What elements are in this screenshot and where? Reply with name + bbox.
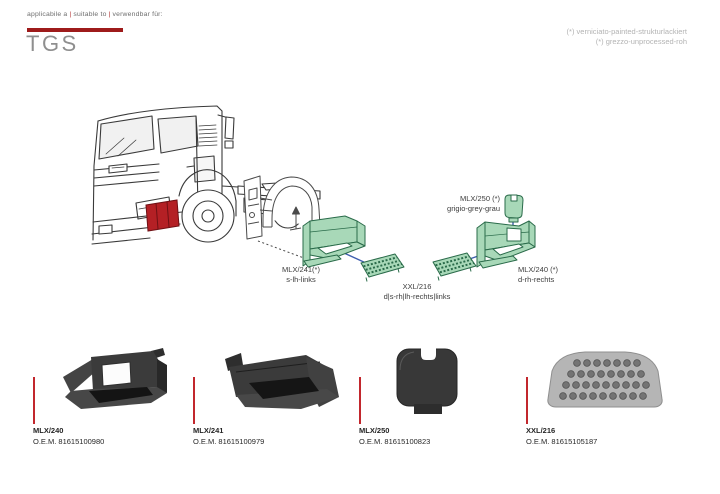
brand-bar [27, 28, 123, 32]
applicability-segment: verwendbar für: [112, 11, 163, 18]
finish-note-painted: (*) verniciato-painted-strukturlackiert [566, 27, 687, 36]
green-parts [302, 194, 536, 282]
product-separator [526, 377, 528, 424]
product-image-xxl216 [547, 351, 663, 408]
diagram-label-mlx250: MLX/250 (*) grigio-grey-grau [400, 194, 500, 213]
part-desc: d-rh-rechts [518, 274, 555, 284]
model-title: TGS [26, 31, 79, 56]
product-image-mlx241 [225, 353, 339, 409]
part-code: MLX/250 (*) [459, 194, 500, 203]
product-separator [193, 377, 195, 424]
separator: | [69, 11, 72, 18]
product-label-mlx250: MLX/250 O.E.M. 81615100823 [359, 426, 430, 447]
applicability-segment: applicabile a [27, 11, 68, 18]
applicability-label: applicabile a|suitable to|verwendbar für… [27, 11, 163, 18]
product-oem: O.E.M. 81615105187 [526, 436, 598, 446]
fender-bracket-drawing [243, 175, 321, 259]
truck-cab-drawing [91, 105, 321, 245]
part-code: XXL/216 [402, 282, 432, 291]
product-label-mlx240: MLX/240 O.E.M. 81615100980 [33, 426, 104, 447]
diagram-label-xxl216: XXL/216 d|s-rh|lh-rechts|links [363, 282, 471, 301]
part-code: MLX/241(*) [282, 265, 320, 274]
finish-note-unprocessed: (*) grezzo-unprocessed-roh [595, 36, 687, 46]
part-desc: s-lh-links [286, 274, 316, 284]
part-grate-left [360, 253, 405, 282]
separator: | [108, 11, 111, 18]
applicability-segment: suitable to [73, 11, 107, 18]
diagram-label-mlx241: MLX/241(*) s-lh-links [265, 265, 337, 284]
part-step-housing-left [302, 215, 366, 268]
product-code: MLX/241 [193, 426, 224, 435]
part-cover [504, 194, 524, 223]
product-oem: O.E.M. 81615100823 [359, 436, 431, 446]
part-code: MLX/240 (*) [518, 265, 559, 274]
product-image-mlx250 [396, 348, 458, 414]
part-desc: grigio-grey-grau [447, 203, 500, 213]
product-oem: O.E.M. 81615100979 [193, 436, 265, 446]
product-code: XXL/216 [526, 426, 556, 435]
product-label-xxl216: XXL/216 O.E.M. 81615105187 [526, 426, 597, 447]
product-code: MLX/240 [33, 426, 64, 435]
product-separator [33, 377, 35, 424]
product-label-mlx241: MLX/241 O.E.M. 81615100979 [193, 426, 264, 447]
finish-notes: (*) verniciato-painted-strukturlackiert … [567, 27, 687, 46]
product-image-mlx240 [63, 348, 167, 409]
part-desc: d|s-rh|lh-rechts|links [383, 291, 451, 301]
part-step-housing-right [476, 220, 536, 269]
product-separator [359, 377, 361, 424]
product-code: MLX/250 [359, 426, 390, 435]
diagram-label-mlx240: MLX/240 (*) d-rh-rechts [518, 265, 590, 284]
highlighted-step-area [145, 199, 180, 232]
part-grate-right [432, 252, 477, 281]
product-oem: O.E.M. 81615100980 [33, 436, 105, 446]
